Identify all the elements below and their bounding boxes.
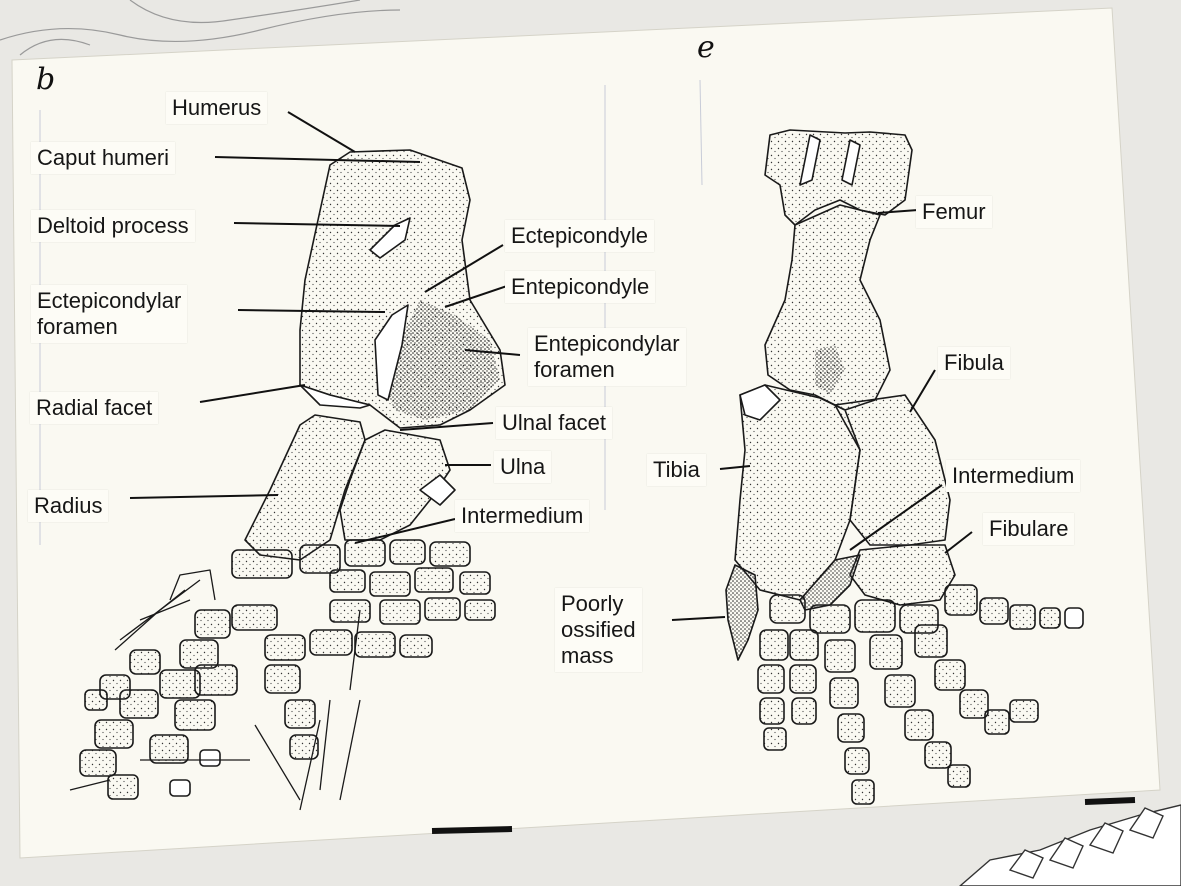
radius-bone — [244, 414, 366, 561]
label-tibia: Tibia — [647, 454, 706, 486]
hindlimb-drawing — [725, 129, 1084, 805]
scale-bar-right — [1084, 797, 1136, 805]
label-humerus: Humerus — [166, 92, 268, 124]
forelimb-carpals — [231, 539, 496, 625]
label-intermedium-right: Intermedium — [946, 460, 1081, 492]
ectepicondylar-foramen-shape — [374, 304, 409, 401]
hindlimb-tarsals — [769, 544, 956, 634]
label-entepicondyle: Entepicondyle — [505, 271, 656, 303]
hindlimb-phalanges — [757, 584, 1084, 805]
deltoid-process-shape — [369, 217, 411, 259]
fibula-bone — [834, 394, 951, 546]
label-ectepicondylar-foramen: Ectepicondylar foramen — [31, 285, 188, 343]
radial-facet-shape — [299, 384, 371, 409]
ulna-bone — [339, 429, 451, 541]
poorly-ossified-mass-shape — [725, 564, 759, 661]
forelimb-drawing — [69, 149, 506, 811]
label-intermedium-left: Intermedium — [455, 500, 590, 532]
forelimb-splint-lines — [69, 569, 361, 811]
label-deltoid-process: Deltoid process — [31, 210, 195, 242]
label-ulna: Ulna — [494, 451, 552, 483]
label-radial-facet: Radial facet — [30, 392, 159, 424]
label-caput-humeri: Caput humeri — [31, 142, 176, 174]
panel-letter-b: b — [36, 62, 56, 97]
label-femur: Femur — [916, 196, 992, 228]
label-ulnal-facet: Ulnal facet — [496, 407, 612, 439]
background-sketch-bottom-right — [958, 804, 1181, 886]
scale-bar-left — [431, 826, 513, 834]
panel-letter-e: e — [697, 30, 715, 65]
label-entepicondylar-foramen: Entepicondylar foramen — [528, 328, 686, 386]
background-sketch-top — [0, 0, 401, 56]
forelimb-phalanges — [79, 604, 433, 800]
label-fibulare: Fibulare — [983, 513, 1075, 545]
label-radius: Radius — [28, 490, 109, 522]
label-fibula: Fibula — [938, 347, 1010, 379]
label-poorly-ossified-mass: Poorly ossified mass — [555, 588, 642, 672]
label-ectepicondyle: Ectepicondyle — [505, 220, 654, 252]
leader-lines — [129, 111, 973, 621]
